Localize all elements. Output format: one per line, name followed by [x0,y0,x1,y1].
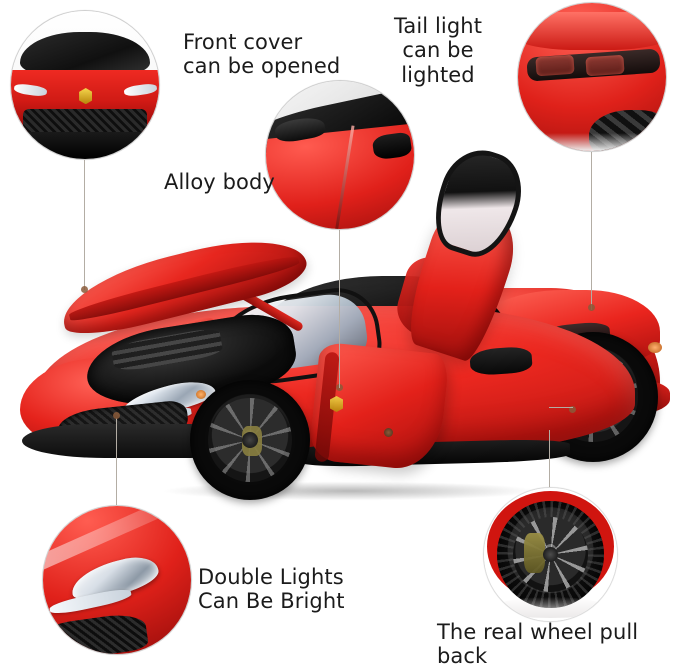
front-splitter [22,424,222,458]
front-wheel [190,380,310,500]
callout-circle-tail-light [517,2,667,152]
leader-line-pull-back-wheel-horizontal [549,460,550,461]
tail-light-detail-art [518,3,666,151]
anchor-dot-double-lights [113,412,120,419]
model-car-illustration [0,140,679,518]
leader-line-pull-back-wheel [549,430,550,488]
ferrari-shield-badge-icon [330,396,343,412]
leader-line-double-lights [116,418,117,506]
leader-line-tail-light [591,150,592,310]
callout-label-tail-light: Tail light can be lighted [393,14,483,87]
leader-line-alloy-body [339,228,340,288]
front-view-detail-art [11,11,159,159]
leader-line-front-cover [84,158,85,290]
callout-label-pull-back-wheel: The real wheel pull back [437,620,639,669]
callout-label-double-lights: Double Lights Can Be Bright [198,565,345,614]
callout-circle-pull-back-wheel [483,487,618,622]
front-marker-light [196,390,206,399]
callout-label-alloy-body: Alloy body [164,170,275,194]
leader-line-wheel-connector [549,407,573,408]
callout-circle-alloy-body [265,80,415,230]
front-hub-cap [242,432,258,448]
anchor-dot-tail-light [588,304,595,311]
callout-circle-front-cover [10,10,160,160]
alloy-body-detail-art [266,81,414,229]
rear-marker-light [648,342,662,353]
leader-line-alloy-body-lower [339,288,340,388]
door-handle [384,428,393,437]
headlight-detail-art [43,506,191,654]
callout-circle-double-lights [42,505,192,655]
wheel-detail-art [484,488,617,621]
anchor-dot-pull-back-wheel [569,406,576,413]
anchor-dot-front-cover [81,286,88,293]
callout-label-front-cover: Front cover can be opened [183,30,341,79]
